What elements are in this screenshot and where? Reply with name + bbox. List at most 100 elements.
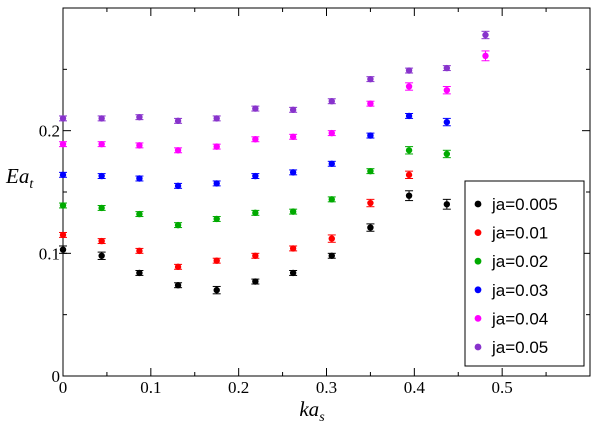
data-point xyxy=(98,115,105,122)
x-axis-title-sub: s xyxy=(319,410,325,425)
data-point xyxy=(213,286,220,294)
legend-marker xyxy=(474,200,482,208)
data-point xyxy=(328,129,335,137)
data-point xyxy=(174,117,182,125)
data-point xyxy=(367,199,374,207)
y-axis-title: Eat xyxy=(5,164,34,192)
x-tick-label: 0.5 xyxy=(492,378,513,397)
data-point xyxy=(443,150,451,158)
y-tick-label: 0 xyxy=(52,367,61,386)
data-point xyxy=(136,175,143,182)
data-point xyxy=(98,140,105,148)
series-ja=0.05 xyxy=(59,30,490,125)
series-ja=0.03 xyxy=(59,112,451,190)
data-point xyxy=(59,115,67,122)
legend-marker xyxy=(474,286,482,294)
data-point xyxy=(367,167,374,175)
legend-label: ja=0.03 xyxy=(491,281,548,300)
legend-label: ja=0.01 xyxy=(491,224,548,243)
series-ja=0.02 xyxy=(59,146,451,229)
data-point xyxy=(405,147,413,154)
data-point xyxy=(98,204,105,212)
data-point xyxy=(289,208,297,215)
data-point xyxy=(59,246,67,253)
y-axis-title-main: Ea xyxy=(5,164,29,188)
legend-marker xyxy=(474,315,482,322)
axis-ticks xyxy=(62,8,590,377)
data-point xyxy=(443,118,451,126)
data-point xyxy=(405,112,413,120)
data-point xyxy=(289,169,297,176)
data-point xyxy=(98,237,105,245)
y-tick-label: 0.1 xyxy=(39,244,60,263)
data-point xyxy=(252,105,259,112)
x-tick-label: 0.1 xyxy=(140,378,161,397)
legend-marker xyxy=(474,257,482,265)
data-point xyxy=(443,64,451,72)
data-point xyxy=(252,136,259,143)
data-point xyxy=(289,269,297,277)
data-point xyxy=(252,172,259,180)
legend-box xyxy=(464,180,585,367)
data-point xyxy=(405,67,413,74)
data-point xyxy=(328,235,335,242)
data-point xyxy=(174,221,182,229)
data-point xyxy=(174,182,182,190)
series-ja=0.01 xyxy=(59,170,414,271)
legend-marker xyxy=(474,229,482,237)
y-tick-label: 0.2 xyxy=(39,122,60,141)
data-point xyxy=(289,106,297,114)
data-point xyxy=(59,202,67,209)
series-ja=0.04 xyxy=(59,50,490,154)
data-point xyxy=(482,52,489,60)
data-point xyxy=(367,100,374,107)
data-point xyxy=(252,252,259,259)
data-point xyxy=(328,160,335,167)
x-tick-label: 0.4 xyxy=(404,378,426,397)
data-point xyxy=(213,257,220,264)
data-point xyxy=(59,231,67,239)
legend-label: ja=0.02 xyxy=(491,252,548,271)
data-point xyxy=(443,86,451,94)
data-point xyxy=(136,113,143,121)
y-axis-title-sub: t xyxy=(29,177,34,192)
data-point xyxy=(174,282,182,289)
data-point xyxy=(367,75,374,83)
data-point xyxy=(136,247,143,255)
legend-marker xyxy=(474,343,482,351)
data-point xyxy=(98,252,105,259)
data-point xyxy=(367,132,374,139)
data-point xyxy=(328,196,335,203)
data-point xyxy=(213,143,220,150)
data-point xyxy=(328,98,335,105)
data-point xyxy=(59,140,67,148)
data-point xyxy=(136,142,143,149)
data-point xyxy=(213,215,220,223)
series-ja=0.005 xyxy=(59,190,451,295)
data-points xyxy=(59,30,490,295)
legend-label: ja=0.005 xyxy=(491,195,558,214)
data-point xyxy=(367,224,374,231)
data-point xyxy=(405,83,413,90)
legend-label: ja=0.04 xyxy=(491,309,548,328)
legend-label: ja=0.05 xyxy=(491,338,548,357)
x-tick-label: 0.3 xyxy=(316,378,337,397)
data-point xyxy=(213,115,220,122)
data-point xyxy=(443,201,451,208)
x-tick-label: 0.2 xyxy=(228,378,249,397)
data-point xyxy=(405,171,413,179)
data-point xyxy=(252,209,259,217)
data-point xyxy=(136,269,143,277)
data-point xyxy=(174,263,182,271)
data-point xyxy=(252,278,259,285)
data-point xyxy=(59,171,67,179)
data-point xyxy=(482,31,489,39)
data-point xyxy=(98,172,105,180)
data-point xyxy=(289,245,297,252)
x-axis-title-main: ka xyxy=(299,397,319,421)
x-axis-title: kas xyxy=(299,397,325,425)
data-point xyxy=(405,192,413,199)
